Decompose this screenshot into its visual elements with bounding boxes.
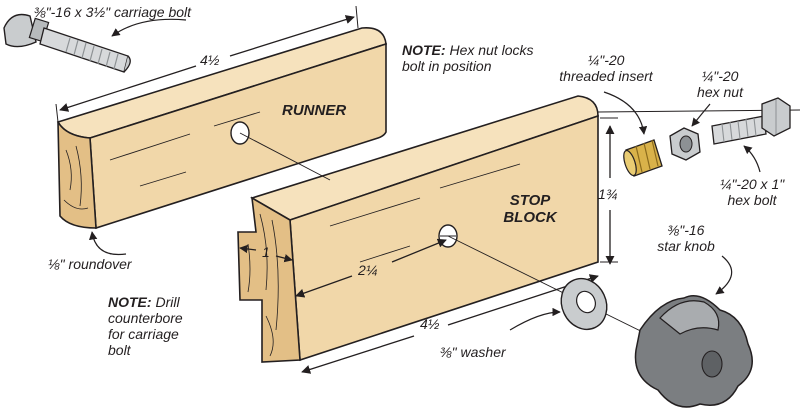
hex-nut-line1: ¼"-20: [701, 68, 739, 84]
drill-note-line4: bolt: [108, 342, 131, 358]
runner-dim-line-left: [59, 65, 197, 112]
stop-block-line2: BLOCK: [503, 209, 557, 226]
insert-leader: [603, 91, 648, 135]
hex-bolt-line1: ¼"-20 x 1": [719, 176, 785, 192]
runner-axis-line: [239, 132, 331, 181]
end-offset-dim: [239, 244, 257, 254]
hole-offset-value: 2¼: [358, 262, 378, 278]
hex-nut-leader: [691, 103, 711, 127]
hex-nut: [669, 127, 701, 161]
threaded-insert-line1: ¼"-20: [587, 52, 625, 68]
stop-length-dim: [301, 335, 415, 374]
carriage-bolt-label: ⅜"-16 x 3½" carriage bolt: [34, 4, 192, 20]
drill-note: NOTE: Drill counterbore for carriage bol…: [108, 294, 183, 358]
runner-block: [56, 27, 387, 230]
hex-bolt: [711, 97, 791, 145]
carriage-bolt-leader: [111, 18, 187, 37]
washer-label: ⅜" washer: [440, 344, 506, 360]
carriage-bolt: [3, 13, 131, 73]
drill-note-line1: Drill: [151, 294, 180, 310]
end-offset-value: 1: [262, 244, 270, 260]
threaded-insert-line2: threaded insert: [559, 68, 653, 84]
stop-end-face: [237, 196, 301, 363]
top-note-line1: Hex nut locks: [445, 42, 534, 58]
hex-nut-line2: hex nut: [697, 84, 743, 100]
drill-note-line2: counterbore: [108, 310, 183, 326]
star-knob-leader: [715, 255, 733, 295]
washer: [560, 277, 608, 331]
stop-block-label: STOP BLOCK: [500, 192, 560, 226]
top-note-line2: bolt in position: [402, 58, 492, 74]
runner-length-value: 4½: [200, 52, 220, 68]
hex-bolt-line2: hex bolt: [727, 192, 777, 208]
runner-dim-line-right: [229, 15, 355, 57]
star-knob: [634, 295, 753, 408]
top-note: NOTE: Hex nut locks bolt in position: [402, 42, 534, 74]
star-knob-line2: star knob: [657, 238, 715, 254]
washer-leader: [509, 307, 561, 331]
runner-end-face: [57, 121, 97, 229]
drill-note-line3: for carriage: [108, 326, 179, 342]
stop-block-line1: STOP: [509, 192, 551, 209]
star-knob-label: ⅜"-16 star knob: [640, 222, 732, 254]
roundover-label: ⅛" roundover: [48, 256, 132, 272]
threaded-insert-label: ¼"-20 threaded insert: [546, 52, 666, 84]
top-note-head: NOTE:: [402, 42, 446, 58]
stop-block: [237, 95, 599, 363]
hole-offset-dim: [295, 275, 353, 298]
roundover-leader: [89, 231, 127, 256]
hex-bolt-label: ¼"-20 x 1" hex bolt: [706, 176, 798, 208]
star-knob-line1: ⅜"-16: [667, 222, 705, 238]
stop-height-value: 1¾: [598, 186, 618, 202]
hex-bolt-leader: [743, 145, 761, 173]
runner-label: RUNNER: [282, 102, 347, 119]
hex-nut-label: ¼"-20 hex nut: [680, 68, 760, 100]
drill-note-head: NOTE:: [108, 294, 152, 310]
threaded-insert: [623, 139, 663, 177]
stop-length-value: 4½: [420, 316, 440, 332]
